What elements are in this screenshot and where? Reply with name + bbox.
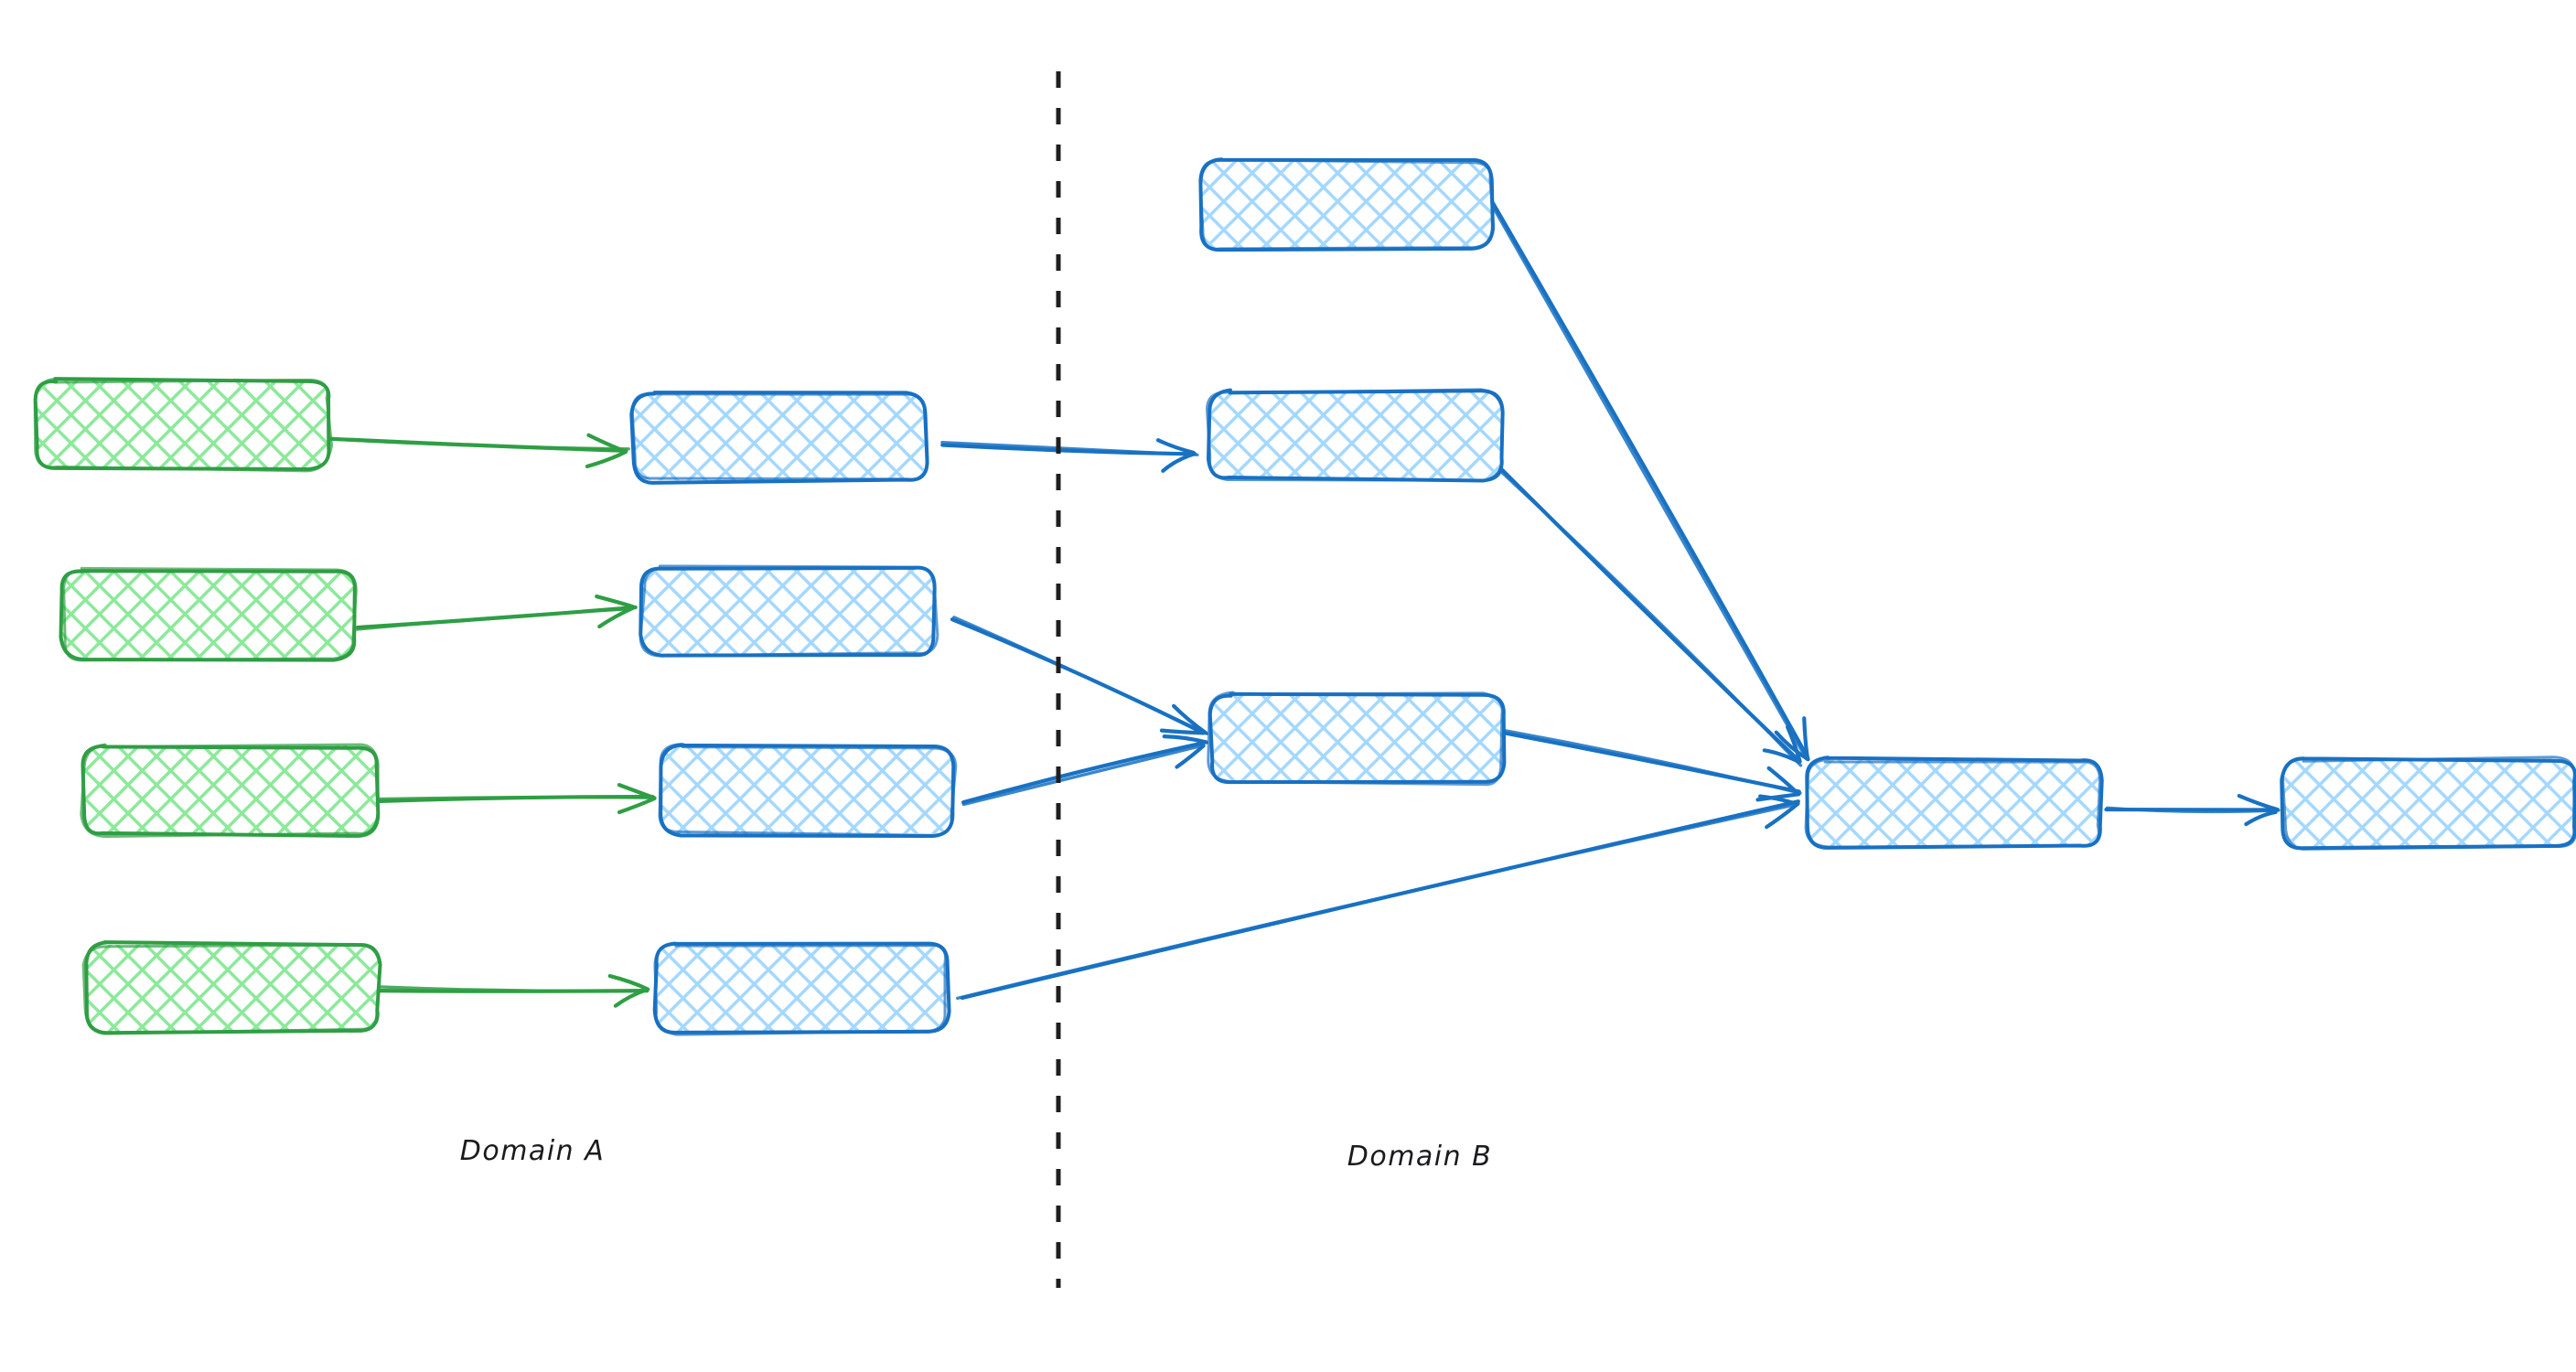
arrow-head-stroke xyxy=(1755,792,1801,802)
edge-e2[interactable] xyxy=(353,594,638,631)
node-a-src-3[interactable] xyxy=(80,743,381,838)
arrow-head-stroke xyxy=(1162,734,1209,745)
node-outline-2 xyxy=(81,943,381,1035)
edge-e8[interactable] xyxy=(956,794,1800,1001)
edge-stroke-2 xyxy=(353,607,634,631)
node-outline-2 xyxy=(1207,691,1504,787)
arrow-head-stroke xyxy=(613,988,649,1008)
node-fill xyxy=(660,745,953,836)
edges-layer xyxy=(326,198,2281,1008)
node-a-src-2[interactable] xyxy=(59,566,358,662)
arrow-head-stroke xyxy=(1765,801,1800,830)
edge-e9[interactable] xyxy=(1488,198,1810,762)
node-b-out[interactable] xyxy=(2280,756,2576,851)
arrow-head-stroke xyxy=(1155,438,1196,455)
node-outline-2 xyxy=(1198,158,1496,251)
node-fill xyxy=(1208,391,1503,480)
node-outline-2 xyxy=(80,743,380,838)
edge-stroke-2 xyxy=(376,795,653,801)
node-b-top-2[interactable] xyxy=(1206,388,1505,483)
node-fill xyxy=(1808,758,2101,848)
node-fill xyxy=(61,570,357,659)
arrow-head-stroke xyxy=(1161,451,1197,473)
edge-stroke-2 xyxy=(1499,470,1803,767)
node-fill xyxy=(1210,694,1505,784)
arrow-head-stroke xyxy=(1766,766,1799,795)
edge-stroke-2 xyxy=(1488,200,1809,761)
edge-stroke-2 xyxy=(1504,729,1802,795)
arrow-head-stroke xyxy=(1785,724,1802,763)
node-b-hub[interactable] xyxy=(1804,756,2104,850)
arrow-head-stroke xyxy=(1175,744,1206,769)
edge-e3[interactable] xyxy=(376,783,657,815)
node-a-src-4[interactable] xyxy=(81,940,382,1035)
node-b-top-1[interactable] xyxy=(1198,157,1496,252)
edge-stroke-2 xyxy=(956,802,1799,1001)
edge-e1[interactable] xyxy=(326,433,630,469)
node-fill xyxy=(2283,758,2576,847)
edge-stroke-2 xyxy=(961,744,1205,807)
label-domain-b: Domain B xyxy=(1347,1141,1493,1173)
arrow-head-stroke xyxy=(1762,748,1801,764)
node-a-mid-1[interactable] xyxy=(629,391,929,485)
edge-e7[interactable] xyxy=(961,734,1209,807)
nodes-layer xyxy=(33,157,2576,1036)
edge-e6[interactable] xyxy=(950,616,1208,735)
node-fill xyxy=(1199,160,1494,250)
arrow-head-stroke xyxy=(586,433,628,454)
edge-e10[interactable] xyxy=(1499,467,1803,767)
node-a-mid-4[interactable] xyxy=(652,941,951,1036)
node-outline-2 xyxy=(639,564,939,658)
node-a-src-1[interactable] xyxy=(33,377,334,473)
arrow-head-stroke xyxy=(595,594,635,609)
node-fill xyxy=(632,393,926,482)
label-domain-a: Domain A xyxy=(460,1135,605,1167)
node-a-mid-2[interactable] xyxy=(639,564,939,658)
edge-stroke-2 xyxy=(378,985,648,993)
node-outline-2 xyxy=(630,392,929,481)
node-fill xyxy=(36,380,330,470)
node-outline-2 xyxy=(2281,756,2576,851)
edge-stroke-2 xyxy=(326,437,630,451)
edge-e5[interactable] xyxy=(940,438,1199,473)
node-outline-2 xyxy=(658,743,958,837)
arrow-head-stroke xyxy=(585,449,628,469)
node-outline-2 xyxy=(62,566,358,662)
node-outline-2 xyxy=(653,941,947,1036)
edge-stroke xyxy=(961,741,1206,805)
edge-stroke-2 xyxy=(952,616,1208,735)
node-fill xyxy=(654,943,948,1033)
arrow-head-stroke xyxy=(1758,794,1799,807)
edge-stroke xyxy=(950,617,1205,734)
arrow-head-stroke xyxy=(2244,809,2278,827)
node-fill xyxy=(84,943,379,1033)
node-a-mid-3[interactable] xyxy=(658,743,958,838)
edge-e11[interactable] xyxy=(1502,729,1802,802)
node-b-top-3[interactable] xyxy=(1207,691,1507,787)
arrow-head-stroke xyxy=(1774,730,1810,762)
arrow-head-stroke xyxy=(617,783,657,800)
edge-stroke xyxy=(1489,198,1810,760)
arrow-head-stroke xyxy=(2237,793,2280,812)
node-outline-2 xyxy=(1804,757,2102,849)
arrow-head-stroke xyxy=(607,973,650,991)
arrow-head-stroke xyxy=(1172,703,1208,735)
edge-stroke-2 xyxy=(940,440,1199,456)
node-outline-2 xyxy=(1206,388,1505,482)
edge-e12[interactable] xyxy=(2104,793,2281,827)
node-fill xyxy=(83,745,378,835)
edge-e4[interactable] xyxy=(377,973,650,1008)
arrow-head-stroke xyxy=(1159,728,1206,735)
node-outline-2 xyxy=(33,377,334,473)
node-fill xyxy=(641,567,935,655)
arrow-head-stroke xyxy=(597,606,636,629)
edge-stroke-2 xyxy=(2105,806,2281,814)
labels-layer: Domain A Domain B xyxy=(460,1135,1493,1173)
arrow-head-stroke xyxy=(1802,716,1809,759)
arrow-head-stroke xyxy=(617,796,657,815)
